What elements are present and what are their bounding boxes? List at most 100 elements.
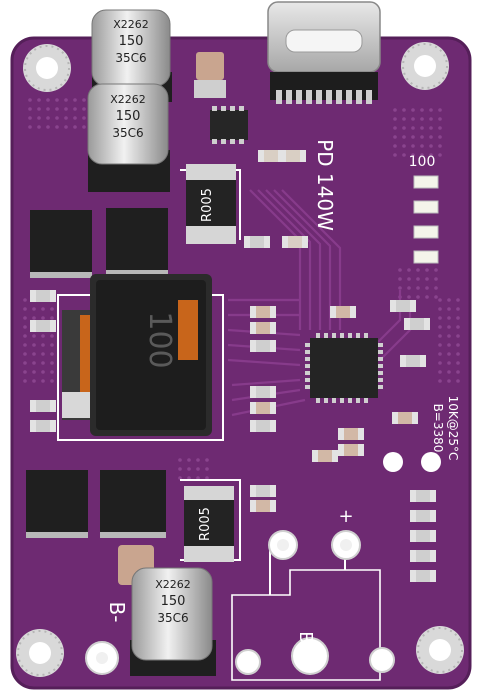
usb-c-connector xyxy=(267,1,381,104)
ic-pin xyxy=(332,333,336,338)
led xyxy=(413,175,439,189)
via xyxy=(420,144,424,148)
plus-sign-label: + xyxy=(338,506,353,527)
via xyxy=(55,107,59,111)
via xyxy=(50,316,54,320)
via xyxy=(196,476,200,480)
via xyxy=(434,268,438,272)
via xyxy=(55,125,59,129)
ic-pin xyxy=(340,333,344,338)
via xyxy=(178,458,182,462)
via xyxy=(456,307,460,311)
small-ic xyxy=(210,106,248,144)
via xyxy=(438,316,442,320)
via xyxy=(205,458,209,462)
via xyxy=(32,307,36,311)
via xyxy=(178,476,182,480)
mosfet xyxy=(26,470,88,538)
via xyxy=(50,370,54,374)
smd-component xyxy=(250,322,276,334)
via xyxy=(205,467,209,471)
via xyxy=(438,361,442,365)
ic-pin xyxy=(305,364,310,368)
via xyxy=(393,153,397,157)
via xyxy=(447,307,451,311)
via xyxy=(456,352,460,356)
svg-text:150: 150 xyxy=(116,109,141,124)
via xyxy=(398,277,402,281)
via xyxy=(420,108,424,112)
via xyxy=(23,352,27,356)
via xyxy=(456,343,460,347)
via xyxy=(447,370,451,374)
via xyxy=(64,98,68,102)
ic-pin xyxy=(378,385,383,389)
via xyxy=(46,98,50,102)
smd-component xyxy=(250,485,276,497)
via xyxy=(187,458,191,462)
svg-text:150: 150 xyxy=(119,34,144,49)
ic-pin xyxy=(316,398,320,403)
via xyxy=(23,316,27,320)
via xyxy=(393,126,397,130)
via xyxy=(438,117,442,121)
via xyxy=(41,379,45,383)
smd-component xyxy=(392,412,418,424)
battery-negative-label: B- xyxy=(105,602,129,623)
via xyxy=(407,268,411,272)
via xyxy=(41,316,45,320)
ic-pin xyxy=(364,398,368,403)
via xyxy=(434,295,438,299)
via xyxy=(402,126,406,130)
via xyxy=(456,379,460,383)
via xyxy=(41,370,45,374)
via xyxy=(438,144,442,148)
via xyxy=(411,144,415,148)
battery-positive-label: B+ xyxy=(295,631,316,658)
via xyxy=(23,334,27,338)
via xyxy=(438,379,442,383)
via xyxy=(420,126,424,130)
smd-component xyxy=(410,550,436,562)
via xyxy=(416,286,420,290)
via xyxy=(407,277,411,281)
via xyxy=(438,135,442,139)
via xyxy=(438,352,442,356)
via xyxy=(23,343,27,347)
mosfet xyxy=(30,210,92,278)
via xyxy=(425,277,429,281)
ic-pin xyxy=(364,333,368,338)
ic-pin xyxy=(378,364,383,368)
smd-component xyxy=(410,490,436,502)
via xyxy=(416,277,420,281)
svg-text:X2262: X2262 xyxy=(113,18,149,31)
ic-pin xyxy=(378,357,383,361)
smd-component xyxy=(250,500,276,512)
mounting-hole xyxy=(401,42,449,90)
ic-pin xyxy=(356,333,360,338)
via xyxy=(23,379,27,383)
via xyxy=(402,153,406,157)
via xyxy=(434,277,438,281)
smd-component xyxy=(30,400,56,412)
svg-text:35C6: 35C6 xyxy=(157,611,188,625)
via xyxy=(196,467,200,471)
smd-component xyxy=(280,150,306,162)
via xyxy=(438,325,442,329)
via xyxy=(411,126,415,130)
via xyxy=(447,361,451,365)
via xyxy=(402,117,406,121)
via xyxy=(447,316,451,320)
via xyxy=(447,352,451,356)
via xyxy=(23,298,27,302)
led xyxy=(413,225,439,239)
ic-pin xyxy=(305,357,310,361)
thermistor-spec-label: 10K@25°C xyxy=(446,396,460,461)
via xyxy=(73,116,77,120)
via xyxy=(196,458,200,462)
via xyxy=(411,153,415,157)
via xyxy=(28,116,32,120)
via xyxy=(438,153,442,157)
svg-text:X2262: X2262 xyxy=(110,93,146,106)
smd-component xyxy=(390,300,416,312)
